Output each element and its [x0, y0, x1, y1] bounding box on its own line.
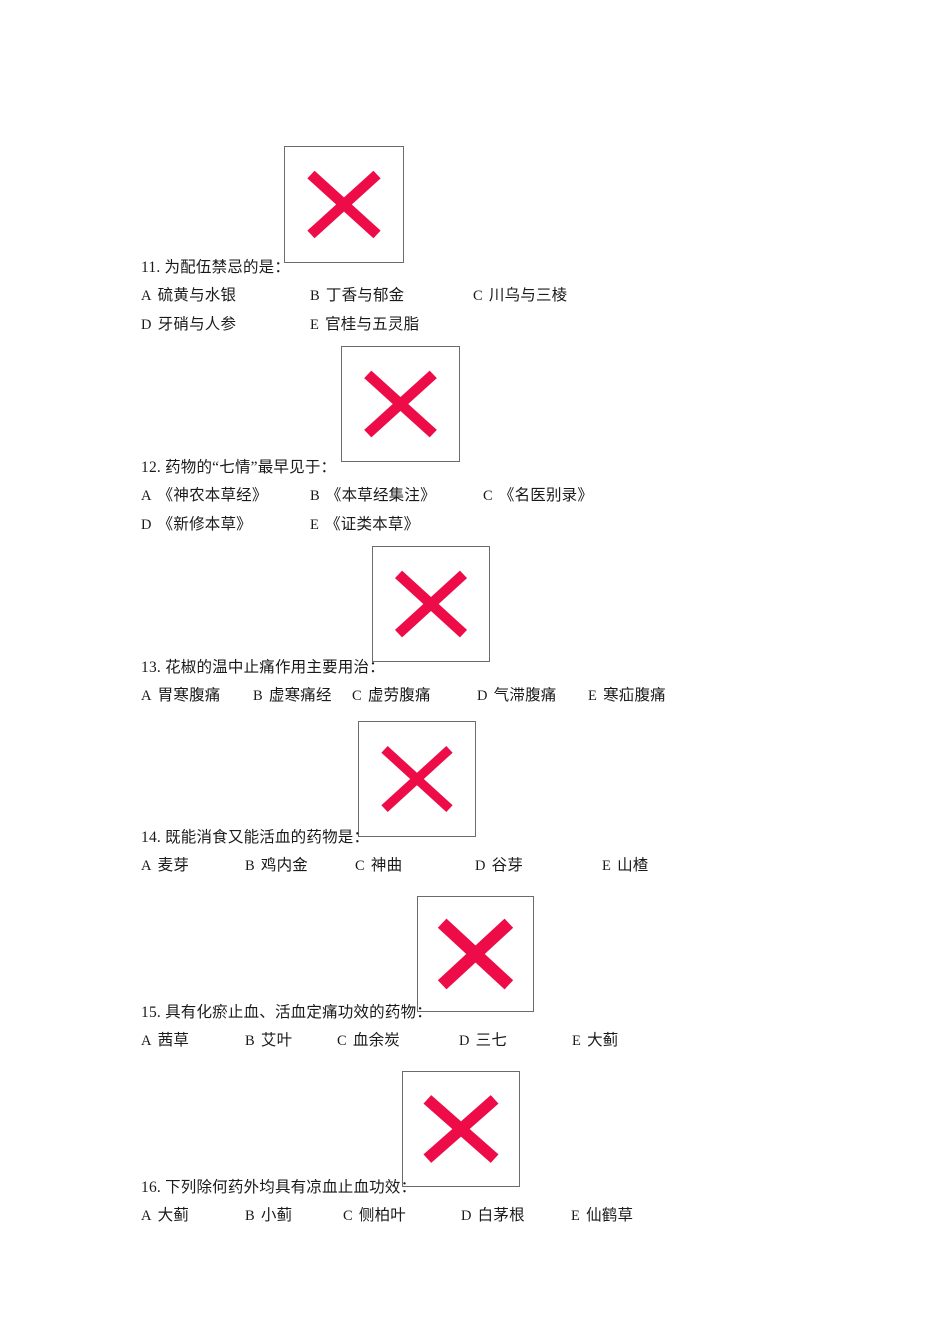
answer-box-q16[interactable] — [402, 1071, 520, 1187]
answer-box-q13[interactable] — [372, 546, 490, 662]
question-12-options-row-2: D《新修本草》 E《证类本草》 — [141, 510, 901, 539]
question-12-options-row-1: A《神农本草经》 B《本草经集注》 C《名医别录》 — [141, 481, 901, 510]
cross-mark-icon — [418, 897, 533, 1011]
answer-box-q12[interactable] — [341, 346, 460, 462]
cross-mark-icon — [342, 347, 459, 461]
question-12: 12. 药物的“七情”最早见于： A《神农本草经》 B《本草经集注》 C《名医别… — [141, 455, 901, 539]
question-14-stem-text: 既能消食又能活血的药物是： — [165, 829, 370, 846]
question-14-number: 14. — [141, 829, 161, 846]
question-12-number: 12. — [141, 459, 161, 476]
cross-mark-icon — [285, 147, 403, 262]
question-16-stem: 16. 下列除何药外均具有凉血止血功效： — [141, 1175, 901, 1201]
option-12-d[interactable]: D《新修本草》 — [141, 516, 252, 533]
question-12-stem-text: 药物的“七情”最早见于： — [165, 459, 337, 476]
question-13-number: 13. — [141, 659, 161, 676]
answer-box-q11[interactable] — [284, 146, 404, 263]
question-13-stem: 13. 花椒的温中止痛作用主要用治： — [141, 655, 901, 681]
question-11-stem: 11. 为配伍禁忌的是： — [141, 255, 901, 281]
question-11-stem-text: 为配伍禁忌的是： — [164, 259, 291, 276]
question-15-stem: 15. 具有化瘀止血、活血定痛功效的药物： — [141, 1000, 901, 1026]
option-12-a[interactable]: A《神农本草经》 — [141, 487, 268, 504]
question-16-number: 16. — [141, 1179, 161, 1196]
option-12-b[interactable]: B《本草经集注》 — [310, 487, 436, 504]
answer-box-q14[interactable] — [358, 721, 476, 837]
cross-mark-icon — [359, 722, 475, 836]
cross-mark-icon — [373, 547, 489, 661]
question-12-stem: 12. 药物的“七情”最早见于： — [141, 455, 901, 481]
question-16-stem-text: 下列除何药外均具有凉血止血功效： — [165, 1179, 417, 1196]
question-11-number: 11. — [141, 259, 161, 276]
option-12-c[interactable]: C《名医别录》 — [483, 487, 594, 504]
option-12-e[interactable]: E《证类本草》 — [310, 516, 420, 533]
cross-mark-icon — [403, 1072, 519, 1186]
question-15-stem-text: 具有化瘀止血、活血定痛功效的药物： — [165, 1004, 432, 1021]
question-13-stem-text: 花椒的温中止痛作用主要用治： — [165, 659, 385, 676]
question-14-stem: 14. 既能消食又能活血的药物是： — [141, 825, 901, 851]
answer-box-q15[interactable] — [417, 896, 534, 1012]
question-15-number: 15. — [141, 1004, 161, 1021]
